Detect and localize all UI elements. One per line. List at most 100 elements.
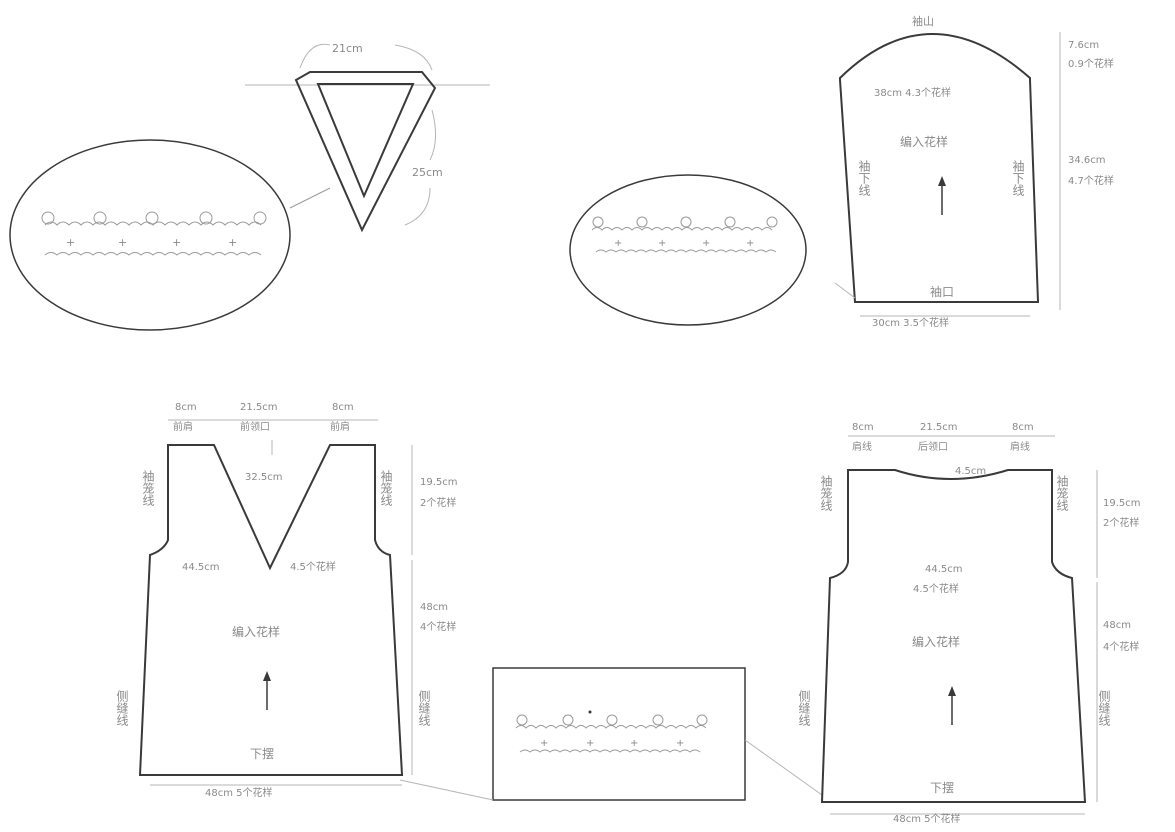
picot-icon: [724, 216, 736, 228]
back-armhole-pattern: 2个花样: [1103, 516, 1139, 529]
back-top-right-label: 肩线: [1010, 440, 1030, 453]
detail-ellipse: [569, 174, 807, 326]
stitch-chain-bottom: [44, 252, 262, 256]
back-body-height: 48cm: [1103, 620, 1131, 631]
front-chest-pattern: 4.5个花样: [290, 560, 336, 573]
collar-width-arc-right: [394, 44, 433, 71]
stitch-chain-top: [44, 221, 262, 226]
picot-icon: [680, 216, 692, 228]
front-top-mid-width: 21.5cm: [240, 402, 278, 413]
stitch-detail-collar: + + + +: [9, 139, 291, 331]
detail-ellipse: [9, 139, 291, 331]
collar-detail-pointer: [289, 187, 331, 209]
back-bottom-width: 48cm 5个花样: [893, 812, 961, 825]
picot-icon: [652, 714, 664, 726]
back-left-armhole: 袖笼线: [819, 474, 833, 511]
back-outline: [820, 469, 1087, 803]
picot-icon: [562, 714, 574, 726]
sleeve-cuff-label: 袖口: [930, 284, 954, 299]
front-fill-label: 编入花样: [232, 624, 280, 639]
sleeve-cap-pattern: 0.9个花样: [1068, 57, 1114, 70]
picot-icon: [766, 216, 778, 228]
plus-stitch-icon: +: [746, 238, 754, 249]
front-right-armhole: 袖笼线: [379, 469, 393, 506]
front-body-pattern: 4个花样: [420, 620, 456, 633]
sleeve-body-height: 34.6cm: [1068, 155, 1106, 166]
back-top-mid-width: 21.5cm: [920, 422, 958, 433]
back-right-side: 侧缝线: [1097, 690, 1111, 726]
picot-icon: [145, 211, 159, 225]
picot-icon: [636, 216, 648, 228]
sleeve-top-width: 38cm 4.3个花样: [874, 86, 951, 99]
front-top-mid-label: 前领口: [240, 420, 270, 433]
picot-icon: [592, 216, 604, 228]
hem-detail-pointer-right: [744, 739, 823, 796]
back-left-side: 侧缝线: [797, 690, 811, 726]
collar-outer: [294, 71, 437, 233]
front-armhole-height: 19.5cm: [420, 477, 458, 488]
back-top-right-width: 8cm: [1012, 422, 1034, 433]
sleeve-cap-height: 7.6cm: [1068, 40, 1099, 51]
stitch-chain-bottom: [519, 749, 701, 753]
back-armhole-height: 19.5cm: [1103, 498, 1141, 509]
back-top-left-width: 8cm: [852, 422, 874, 433]
picot-icon: [606, 714, 618, 726]
plus-stitch-icon: +: [66, 236, 75, 249]
picot-icon: [253, 211, 267, 225]
sleeve-right-seam: 袖下线: [1011, 159, 1025, 196]
collar-depth-arc-top: [429, 109, 436, 161]
sleeve-piece: 袖山 7.6cm 0.9个花样 38cm 4.3个花样 34.6cm 4.7个花…: [834, 14, 1114, 329]
arrow-head-icon: [938, 176, 946, 186]
dot-icon: [588, 710, 592, 714]
plus-stitch-icon: +: [172, 236, 181, 249]
sleeve-cap-label: 袖山: [912, 14, 934, 28]
detail-box: [492, 667, 746, 801]
hem-detail-pointer-left: [399, 779, 494, 801]
collar-width-arc-left: [299, 43, 331, 69]
front-hem-label: 下摆: [250, 747, 274, 761]
sleeve-bottom-width: 30cm 3.5个花样: [872, 316, 949, 329]
front-left-side: 侧缝线: [115, 690, 129, 726]
plus-stitch-icon: +: [614, 238, 622, 249]
plus-stitch-icon: +: [118, 236, 127, 249]
collar-piece: 21cm 25cm: [245, 42, 490, 233]
picot-icon: [41, 211, 55, 225]
front-body-height: 48cm: [420, 602, 448, 613]
plus-stitch-icon: +: [630, 738, 638, 749]
stitch-detail-sleeve: + + + +: [569, 174, 807, 326]
picot-icon: [199, 211, 213, 225]
back-hem-label: 下摆: [930, 781, 954, 795]
stitch-chain-top: [515, 725, 707, 729]
back-top-mid-label: 后领口: [918, 440, 948, 453]
front-bottom-width: 48cm 5个花样: [205, 786, 273, 799]
collar-depth-label: 25cm: [412, 166, 443, 179]
back-fill-label: 编入花样: [912, 634, 960, 649]
plus-stitch-icon: +: [586, 738, 594, 749]
sleeve-outline: [839, 33, 1040, 303]
front-neck-depth: 32.5cm: [245, 472, 283, 483]
collar-inner: [316, 83, 415, 199]
front-chest-width: 44.5cm: [182, 562, 220, 573]
arrow-head-icon: [263, 671, 271, 681]
back-chest-pattern: 4.5个花样: [913, 582, 959, 595]
back-neck-depth: 4.5cm: [955, 466, 986, 477]
front-top-right-width: 8cm: [332, 402, 354, 413]
front-top-right-label: 前肩: [330, 420, 350, 433]
arrow-head-icon: [948, 686, 956, 696]
back-body-pattern: 4个花样: [1103, 640, 1139, 653]
sleeve-left-seam: 袖下线: [857, 159, 871, 196]
picot-icon: [696, 714, 708, 726]
collar-width-label: 21cm: [332, 42, 363, 55]
back-piece: 8cm 肩线 21.5cm 后领口 8cm 肩线 4.5cm 袖笼线 袖笼线 1…: [797, 422, 1141, 825]
sleeve-fill-label: 编入花样: [900, 134, 948, 149]
back-chest-width: 44.5cm: [925, 564, 963, 575]
front-top-left-label: 前肩: [173, 420, 193, 433]
sleeve-detail-pointer: [834, 282, 856, 299]
plus-stitch-icon: +: [658, 238, 666, 249]
back-right-armhole: 袖笼线: [1055, 474, 1069, 511]
stitch-detail-hem: + + + +: [399, 667, 823, 801]
front-right-side: 侧缝线: [417, 690, 431, 726]
stitch-chain-top: [591, 227, 773, 231]
